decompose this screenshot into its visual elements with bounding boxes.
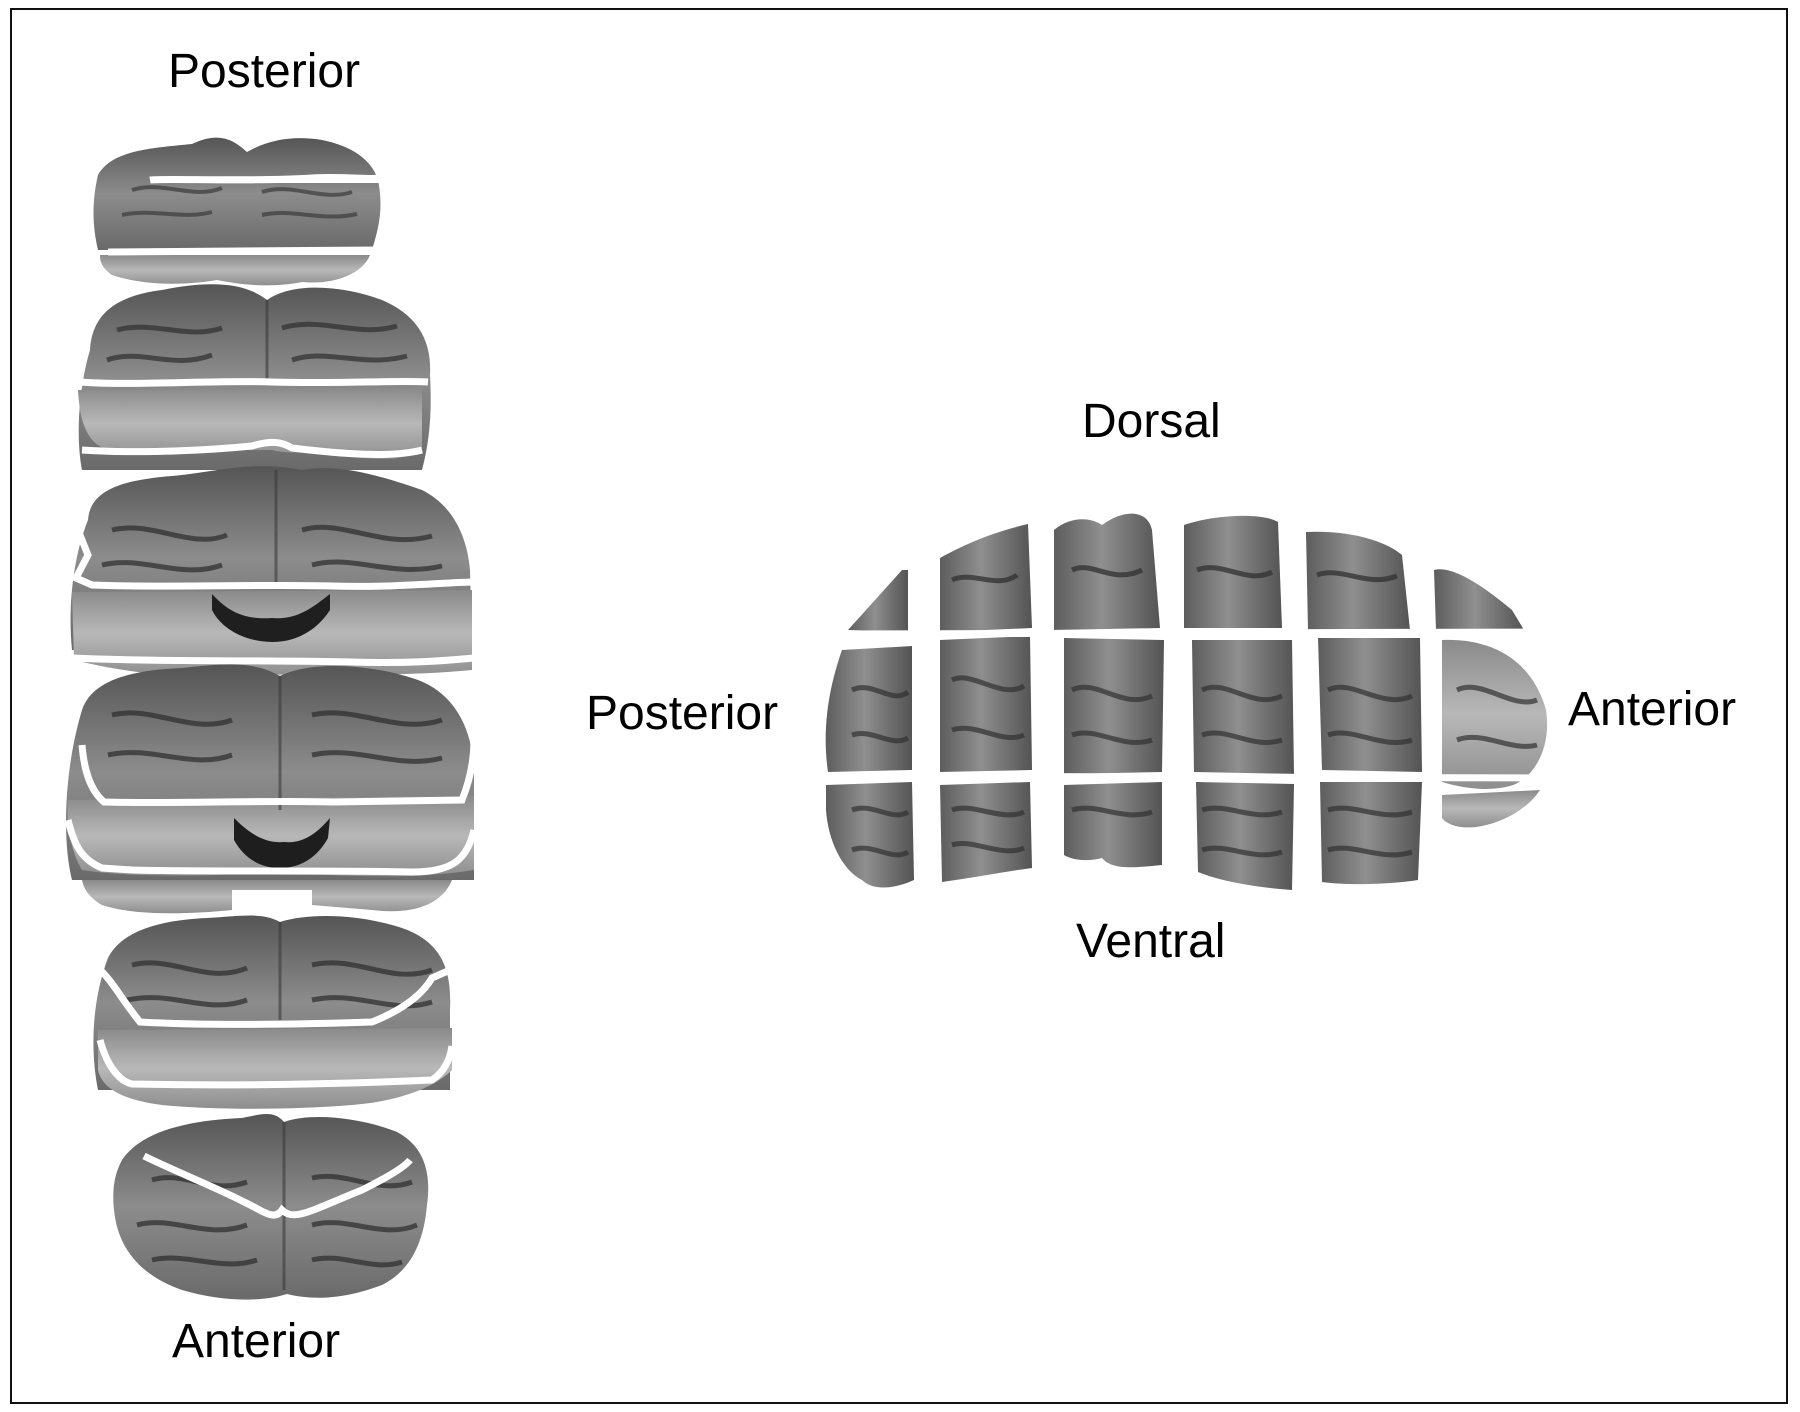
sagittal-grid [821,513,1553,890]
sagittal-top-row [848,513,1524,632]
coronal-slab-5 [93,915,456,1109]
sagittal-cut-lower [821,772,1553,782]
brain-slices-illustration [64,137,1553,1300]
right-posterior-label: Posterior [586,687,779,740]
sagittal-bottom-row [826,782,1540,890]
dorsal-label: Dorsal [1082,395,1221,448]
ventral-label: Ventral [1076,915,1226,968]
left-posterior-label: Posterior [168,45,361,98]
coronal-slab-6 [113,1114,429,1300]
left-anterior-label: Anterior [172,1315,341,1368]
coronal-slab-1 [93,137,382,286]
sagittal-middle-row [825,636,1548,789]
coronal-slab-3 [70,466,475,677]
coronal-slab-4 [64,664,478,914]
coronal-slab-2 [78,284,431,470]
figure-frame: Posterior Anterior Dorsal Ventral Poster… [10,8,1788,1404]
coronal-stack [64,137,478,1300]
sagittal-cut-upper [831,628,1553,638]
right-anterior-label: Anterior [1568,683,1737,736]
